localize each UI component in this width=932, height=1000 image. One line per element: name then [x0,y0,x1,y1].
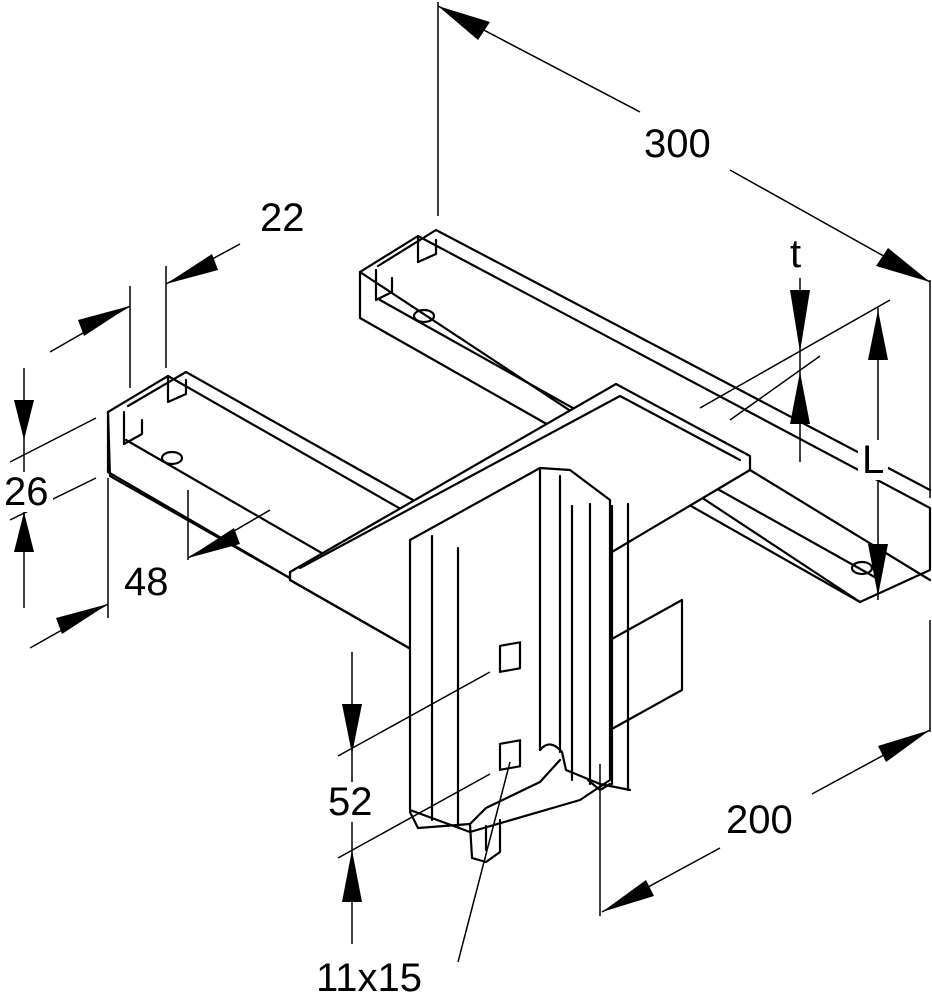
dim-label-48: 48 [120,562,173,602]
dim-label-11x15: 11x15 [312,958,427,998]
dim-label-22: 22 [256,198,309,238]
dim-label-300: 300 [640,124,715,164]
dim-label-t: t [786,234,806,274]
dim-label-26: 26 [0,472,53,512]
dim-label-52: 52 [324,782,377,822]
dimension-arrows [14,6,930,912]
vertical-member [408,466,632,864]
dim-label-200: 200 [722,800,797,840]
dim-label-L: L [858,440,889,480]
